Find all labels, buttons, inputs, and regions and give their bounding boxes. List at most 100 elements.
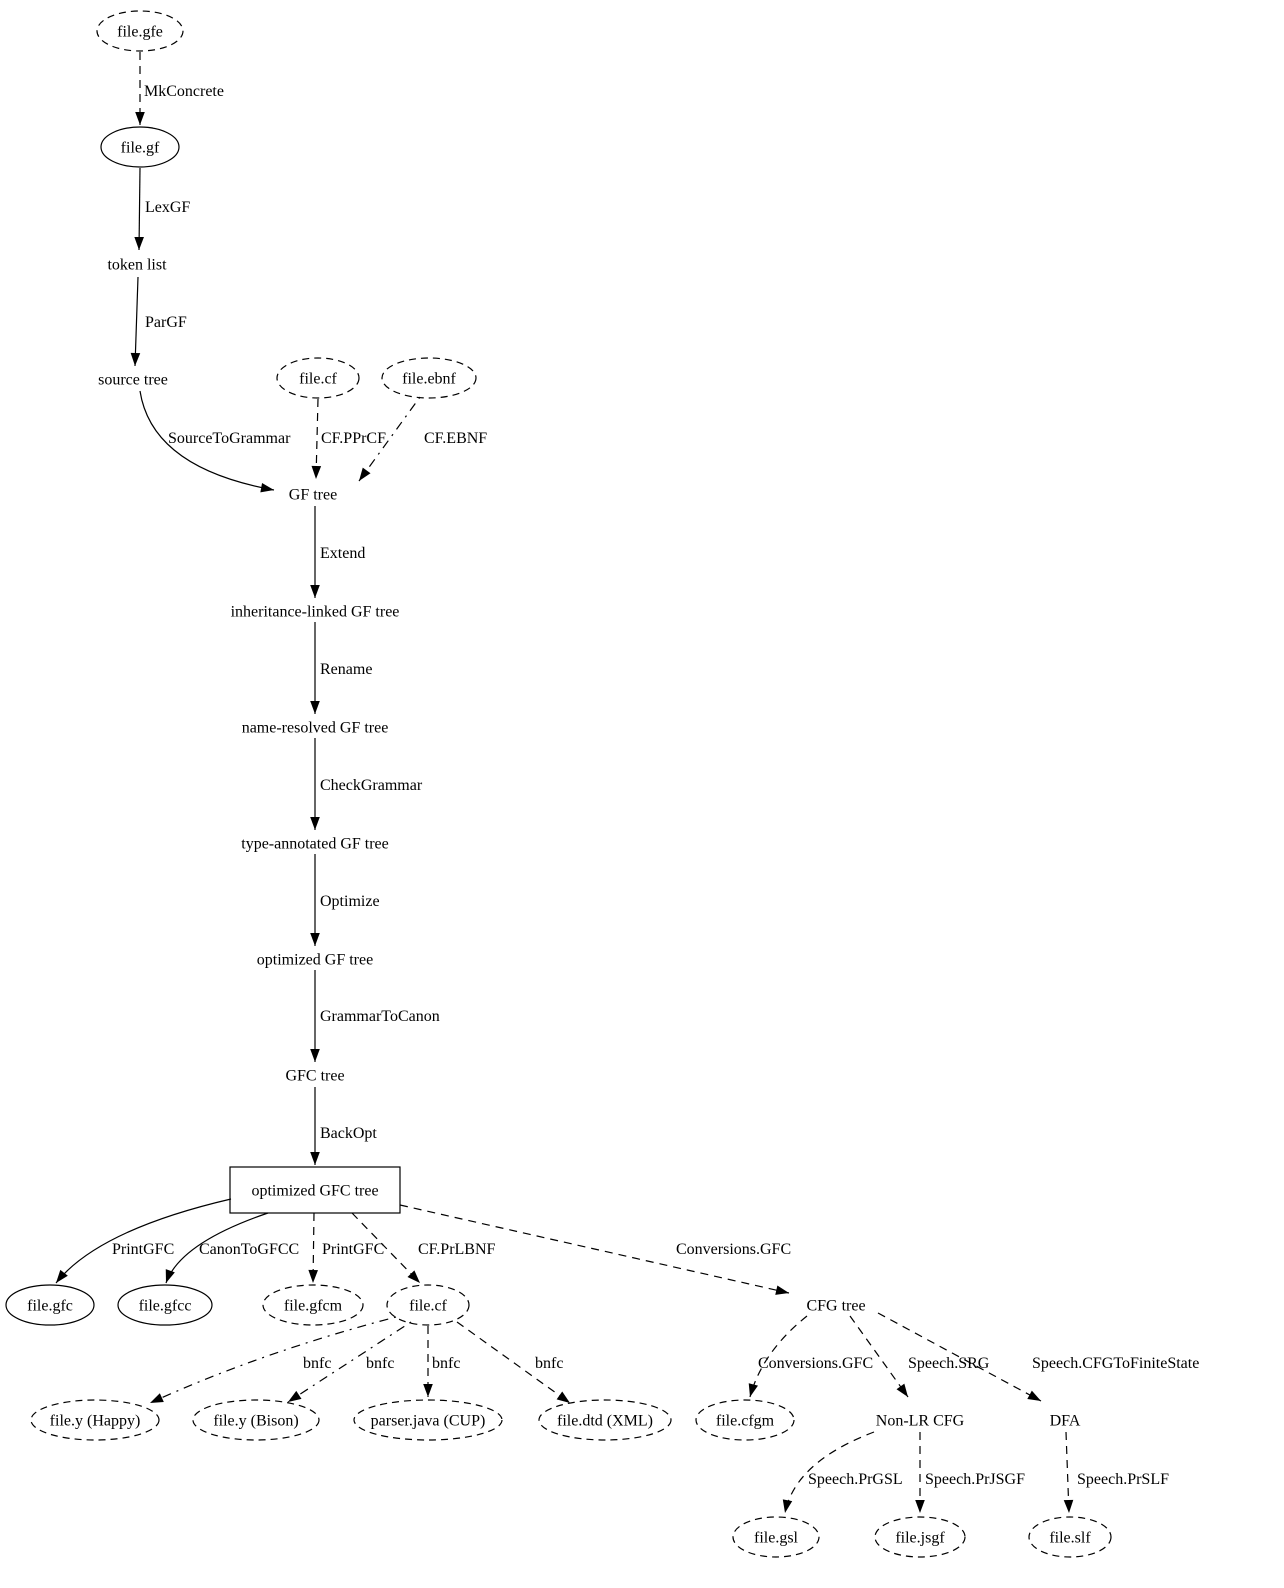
node-label: file.y (Bison)	[213, 1413, 298, 1430]
node-label: Non-LR CFG	[876, 1413, 965, 1430]
edge-label: Speech.SRG	[908, 1355, 990, 1372]
edge-label: PrintGFC	[112, 1241, 174, 1258]
edge-label: CanonToGFCC	[199, 1241, 299, 1258]
edge-extend: Extend	[310, 506, 365, 598]
edge-lexgf: LexGF	[134, 167, 190, 251]
arrowhead-icon	[56, 1269, 68, 1283]
node-outline	[100, 126, 180, 168]
arrowhead-icon	[556, 1391, 570, 1403]
node-file-ebnf: file.ebnf	[381, 357, 477, 399]
node-label: GF tree	[289, 487, 337, 504]
node-file-cf-input: file.cf	[276, 357, 360, 399]
edge-cf-ebnf: CF.EBNF	[358, 396, 487, 482]
edge-line	[351, 1212, 421, 1284]
node-file-jsgf: file.jsgf	[874, 1516, 966, 1558]
node-label: GFC tree	[285, 1068, 344, 1085]
node-label: file.cf	[299, 371, 337, 388]
node-label: file.gfc	[27, 1298, 73, 1315]
edge-label: PrintGFC	[322, 1241, 384, 1258]
node-token-list: token list	[107, 257, 167, 274]
node-outline	[732, 1516, 820, 1558]
node-outline	[30, 1399, 160, 1441]
node-outline	[695, 1399, 795, 1441]
node-file-cfgm: file.cfgm	[695, 1399, 795, 1441]
edge-bnfc-dtd: bnfc	[456, 1321, 571, 1404]
edge-label: bnfc	[303, 1355, 331, 1372]
edge-speech-srg: Speech.SRG	[849, 1315, 990, 1398]
edge-speech-cfgtofinitestate: Speech.CFGToFiniteState	[877, 1312, 1199, 1402]
node-file-gfcc: file.gfcc	[117, 1284, 213, 1326]
arrowhead-icon	[896, 1383, 908, 1397]
edge-label: LexGF	[145, 199, 190, 216]
node-file-y-bison: file.y (Bison)	[192, 1399, 320, 1441]
node-label: file.cf	[409, 1298, 447, 1315]
node-file-gfc: file.gfc	[5, 1284, 95, 1326]
arrowhead-icon	[150, 1393, 164, 1403]
edge-conversions-gfc-cfgtree: Conversions.GFC	[399, 1204, 791, 1295]
arrowhead-icon	[260, 482, 274, 493]
node-outline	[381, 357, 477, 399]
node-label: name-resolved GF tree	[242, 720, 389, 737]
edge-label: BackOpt	[320, 1125, 377, 1142]
edge-bnfc-happy: bnfc	[149, 1316, 397, 1404]
arrowhead-icon	[748, 1383, 758, 1397]
node-gf-tree: GF tree	[289, 487, 337, 504]
arrowhead-icon	[407, 1270, 420, 1283]
arrowhead-icon	[1063, 1499, 1074, 1513]
edge-cf-pprcf: CF.PPrCF	[311, 398, 386, 480]
edge-rename: Rename	[310, 622, 372, 714]
edge-bnfc-cup: bnfc	[423, 1326, 460, 1397]
edge-printgfc-gfc: PrintGFC	[55, 1198, 232, 1284]
edge-label: ParGF	[145, 314, 187, 331]
node-dfa: DFA	[1050, 1413, 1081, 1430]
node-label: file.slf	[1049, 1530, 1091, 1547]
edge-line	[877, 1312, 1042, 1402]
arrowhead-icon	[310, 1049, 320, 1062]
arrowhead-icon	[310, 1152, 320, 1165]
edge-line	[139, 390, 275, 491]
node-outline	[117, 1284, 213, 1326]
node-outline	[538, 1399, 672, 1441]
arrowhead-icon	[134, 236, 144, 250]
node-file-cf-output: file.cf	[386, 1284, 470, 1326]
edge-label: Speech.PrSLF	[1077, 1471, 1169, 1488]
node-label: file.gfcm	[284, 1298, 343, 1315]
node-outline	[262, 1284, 364, 1326]
arrowhead-icon	[775, 1285, 789, 1295]
node-optimized-gf-tree: optimized GF tree	[257, 952, 373, 969]
node-outline	[386, 1284, 470, 1326]
node-parser-java-cup: parser.java (CUP)	[353, 1399, 503, 1441]
node-label: CFG tree	[806, 1298, 865, 1315]
edge-speech-prgsl: Speech.PrGSL	[782, 1431, 903, 1514]
node-file-gfcm: file.gfcm	[262, 1284, 364, 1326]
edge-checkgrammar: CheckGrammar	[310, 738, 423, 830]
node-file-gsl: file.gsl	[732, 1516, 820, 1558]
node-cfg-tree: CFG tree	[806, 1298, 865, 1315]
edge-speech-prslf: Speech.PrSLF	[1063, 1431, 1169, 1514]
arrowhead-icon	[310, 701, 320, 714]
node-type-annotated-gf-tree: type-annotated GF tree	[241, 836, 389, 853]
node-optimized-gfc-tree: optimized GFC tree	[229, 1166, 401, 1214]
node-label: source tree	[98, 372, 168, 389]
edge-label: Optimize	[320, 893, 380, 910]
node-source-tree: source tree	[98, 372, 168, 389]
edge-label: bnfc	[432, 1355, 460, 1372]
edge-label: Speech.PrJSGF	[925, 1471, 1025, 1488]
edge-label: GrammarToCanon	[320, 1008, 440, 1025]
edge-label: Speech.PrGSL	[808, 1471, 903, 1488]
arrowhead-icon	[135, 112, 145, 125]
edge-line	[399, 1204, 790, 1294]
node-non-lr-cfg: Non-LR CFG	[876, 1413, 965, 1430]
node-label: file.gfcc	[139, 1298, 192, 1315]
node-outline	[1028, 1516, 1112, 1558]
node-outline	[192, 1399, 320, 1441]
edge-label: Conversions.GFC	[676, 1241, 791, 1258]
node-outline	[229, 1166, 401, 1214]
edge-line	[849, 1315, 909, 1398]
edge-sourcetogrammar: SourceToGrammar	[139, 390, 291, 493]
edge-conversions-gfc-cfgm: Conversions.GFC	[748, 1315, 873, 1398]
arrowhead-icon	[165, 1269, 175, 1283]
edge-backopt: BackOpt	[310, 1087, 377, 1165]
arrowhead-icon	[308, 1269, 318, 1283]
edge-label: CF.PPrCF	[321, 430, 386, 447]
